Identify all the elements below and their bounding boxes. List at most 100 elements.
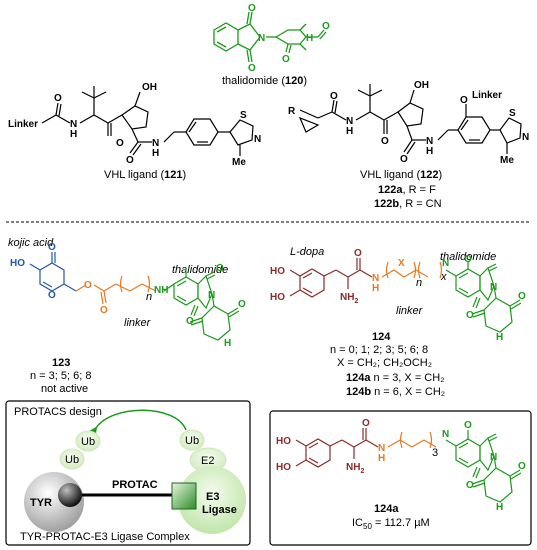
svg-text:O: O (248, 3, 256, 14)
svg-text:n: n (416, 277, 422, 289)
svg-text:N: N (490, 282, 497, 293)
svg-text:Me: Me (232, 157, 246, 168)
e3-ligand-square-icon (171, 482, 197, 510)
l-dopa-tag: L-dopa (290, 246, 324, 258)
compound-123-n-values: n = 3; 5; 6; 8 (30, 370, 91, 382)
svg-text:O: O (460, 95, 468, 106)
svg-text:O: O (282, 54, 290, 65)
svg-text:HO: HO (10, 258, 25, 269)
svg-text:N: N (442, 429, 449, 440)
svg-text:R: R (288, 106, 296, 117)
svg-text:N: N (372, 273, 379, 284)
svg-text:N: N (70, 119, 77, 130)
svg-text:O: O (216, 263, 224, 274)
thalidomide-tag-124: thalidomide (440, 251, 496, 263)
vhl-122a-caption: 122a, R = F (378, 184, 436, 196)
svg-text:NH: NH (154, 285, 168, 296)
svg-text:HO: HO (276, 436, 291, 447)
vhl-122b-caption: 122b, R = CN (374, 198, 442, 210)
svg-text:O: O (466, 480, 474, 491)
svg-text:HO: HO (270, 292, 285, 303)
svg-text:TYR: TYR (30, 497, 52, 509)
svg-text:HO: HO (276, 462, 291, 473)
svg-text:N: N (254, 134, 261, 145)
protacs-design-title: PROTACS design (14, 406, 102, 418)
svg-text:N: N (258, 33, 265, 44)
svg-text:O: O (330, 91, 338, 102)
vhl-122-structure (298, 84, 522, 155)
svg-text:N: N (208, 290, 215, 301)
svg-text:S: S (240, 110, 247, 121)
compound-124-n-values: n = 0; 1; 2; 3; 5; 6; 8 (330, 344, 428, 356)
compound-123-note: not active (41, 383, 88, 395)
svg-text:O: O (381, 136, 389, 147)
svg-text:O: O (362, 418, 370, 429)
vhl-122-caption: VHL ligand (122) (360, 169, 442, 181)
kojic-acid-tag: kojic acid (8, 237, 54, 249)
linker-tag-123: linker (124, 317, 152, 329)
svg-text:E3: E3 (206, 491, 219, 503)
svg-text:S: S (509, 108, 516, 119)
svg-text:O: O (466, 310, 474, 321)
svg-text:O: O (186, 316, 194, 327)
svg-text:H: H (496, 332, 503, 343)
linker-tag-124: linker (396, 305, 424, 317)
svg-text:Ligase: Ligase (202, 504, 237, 516)
svg-text:O: O (464, 254, 472, 265)
vhl-121-caption: VHL ligand (121) (104, 169, 186, 181)
compound-124a-structure (295, 428, 522, 503)
svg-text:HO: HO (270, 266, 285, 277)
ubiquitin-transfer-arrow (88, 409, 187, 437)
compound-123-structure (29, 252, 240, 341)
svg-text:N: N (346, 116, 353, 127)
compound-124b-caption: 124b n = 6, X = CH₂ (346, 386, 445, 398)
compound-124-number: 124 (372, 331, 391, 343)
svg-text:Linker: Linker (472, 90, 502, 101)
compound-124a-box (269, 410, 532, 546)
svg-text:H: H (496, 502, 503, 513)
svg-text:H: H (372, 283, 379, 294)
svg-text:O: O (100, 305, 108, 316)
svg-text:O: O (54, 93, 62, 104)
svg-text:NH2: NH2 (346, 462, 364, 475)
thalidomide-caption: thalidomide (120) (222, 75, 307, 87)
svg-text:OH: OH (142, 82, 157, 93)
svg-text:H: H (70, 129, 77, 140)
svg-text:H: H (346, 126, 353, 137)
vhl-121-structure (41, 86, 254, 156)
svg-text:E2: E2 (201, 455, 214, 467)
svg-text:O: O (518, 461, 526, 472)
svg-text:3: 3 (432, 447, 438, 459)
compound-123-number: 123 (52, 357, 70, 369)
svg-text:O: O (518, 291, 526, 302)
svg-text:N: N (490, 452, 497, 463)
svg-text:Ub: Ub (185, 435, 199, 447)
svg-text:O: O (354, 248, 362, 259)
compound-124-x-values: X = CH₂; CH₂OCH₂ (337, 357, 432, 369)
svg-text:O: O (48, 290, 56, 301)
thalidomide-structure (213, 11, 327, 63)
svg-text:OH: OH (414, 80, 429, 91)
svg-text:x: x (440, 271, 447, 283)
svg-text:n: n (146, 291, 152, 303)
svg-text:O: O (400, 154, 408, 165)
svg-text:N: N (152, 138, 159, 149)
svg-text:O: O (84, 280, 92, 291)
svg-text:O: O (238, 299, 246, 310)
svg-text:O: O (126, 155, 134, 166)
svg-text:Me: Me (500, 155, 514, 166)
protacs-design-box (5, 400, 251, 546)
compound-124a-caption: 124a n = 3, X = CH₂ (346, 372, 444, 384)
tyr-ligand-ball-icon (58, 483, 82, 507)
svg-text:Linker: Linker (8, 119, 38, 130)
svg-text:X: X (398, 258, 405, 269)
svg-text:N: N (378, 443, 385, 454)
svg-text:NH2: NH2 (340, 292, 358, 305)
ic50-value: IC50 = 112.7 µM (352, 517, 430, 531)
svg-text:O: O (464, 420, 472, 431)
svg-text:O: O (116, 138, 124, 149)
protacs-complex-caption: TYR-PROTAC-E3 Ligase Complex (20, 531, 190, 543)
svg-text:O: O (322, 21, 330, 32)
svg-text:Ub: Ub (65, 454, 79, 466)
svg-text:H: H (378, 453, 385, 464)
